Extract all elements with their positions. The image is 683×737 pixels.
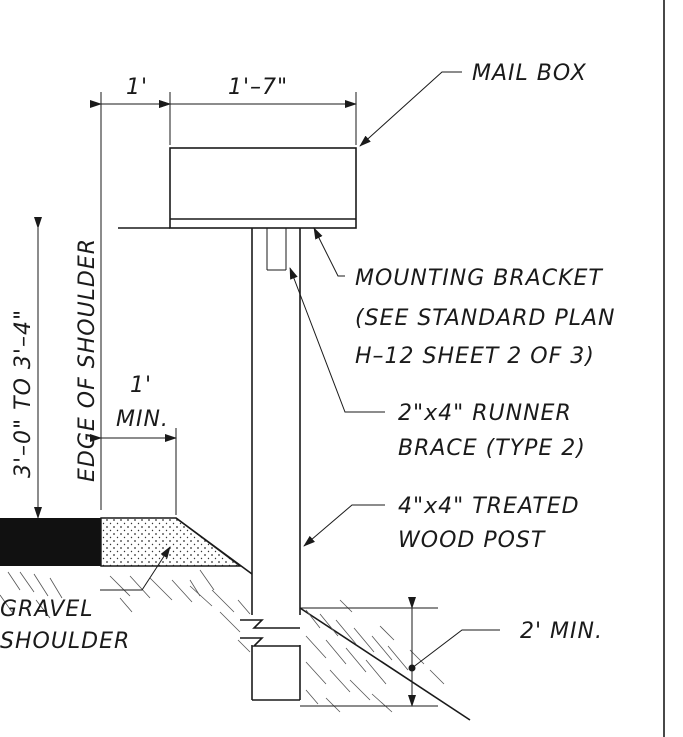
gravel-shoulder bbox=[100, 517, 243, 567]
embed-dimension bbox=[300, 597, 500, 707]
ground-slope bbox=[175, 517, 253, 575]
bracket-label-2: (SEE STANDARD PLAN bbox=[355, 306, 615, 331]
bracket-label-1: MOUNTING BRACKET bbox=[355, 266, 603, 291]
brace-label-1: 2"x4" RUNNER bbox=[398, 401, 572, 426]
post-label-1: 4"x4" TREATED bbox=[398, 494, 580, 519]
bracket-leader bbox=[313, 227, 345, 277]
gravel-label-1: GRAVEL bbox=[0, 597, 94, 622]
dim-offset-label: 1' bbox=[126, 75, 148, 100]
brace-label-2: BRACE (TYPE 2) bbox=[398, 436, 586, 461]
embed-dimension-label: 2' MIN. bbox=[520, 619, 603, 644]
mailbox-label: MAIL BOX bbox=[472, 61, 587, 86]
soil-hatching bbox=[0, 569, 445, 713]
edge-of-shoulder-label: EDGE OF SHOULDER bbox=[75, 238, 100, 482]
brace-leader bbox=[289, 267, 385, 413]
pavement bbox=[0, 518, 101, 566]
wood-post bbox=[240, 228, 301, 701]
mailbox-leader bbox=[359, 71, 462, 147]
runner-brace bbox=[266, 228, 287, 271]
ground-slope-2 bbox=[299, 607, 471, 721]
height-dimension-label: 3'–0" TO 3'–4" bbox=[11, 309, 36, 478]
top-dimension bbox=[90, 92, 357, 510]
gravel-leader bbox=[100, 546, 171, 591]
bracket-label-3: H–12 SHEET 2 OF 3) bbox=[355, 344, 595, 369]
post-leader bbox=[303, 504, 385, 547]
gravel-label-2: SHOULDER bbox=[0, 629, 130, 654]
dim-width-label: 1'–7" bbox=[228, 75, 288, 100]
min-dimension-label-1: 1' bbox=[130, 373, 152, 398]
post-label-2: WOOD POST bbox=[398, 528, 546, 553]
min-dimension-label-2: MIN. bbox=[116, 407, 169, 432]
mailbox bbox=[169, 147, 357, 229]
